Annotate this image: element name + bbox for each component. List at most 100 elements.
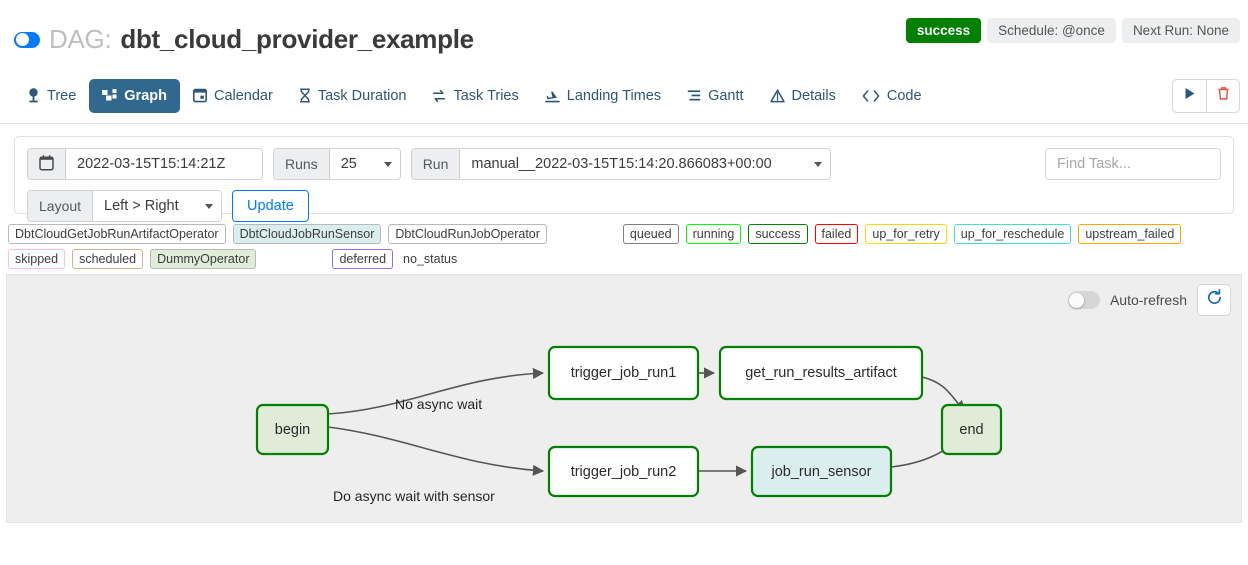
legend-operator-dummyoperator[interactable]: DummyOperator [150, 249, 257, 269]
date-picker-button[interactable] [28, 149, 66, 179]
layout-label: Layout [28, 191, 94, 221]
edge-begin-trigger-job-run2 [327, 426, 545, 476]
schedule-badge[interactable]: Schedule: @once [987, 18, 1116, 43]
legend-status-scheduled[interactable]: scheduled [72, 249, 144, 269]
legend-status-queued[interactable]: queued [622, 224, 679, 244]
filter-panel: 2022-03-15T15:14:21Z Runs 25 Run manual_… [14, 136, 1234, 222]
tab-task-duration[interactable]: Task Duration [286, 79, 420, 113]
graph-node-job-run-sensor-label: job_run_sensor [771, 464, 872, 480]
execution-date-input[interactable]: 2022-03-15T15:14:21Z [66, 149, 262, 179]
tab-landing-times-label: Landing Times [566, 87, 662, 104]
dag-label: DAG: [49, 24, 112, 54]
graph-node-begin[interactable]: begin [255, 403, 330, 456]
legend-status-deferred[interactable]: deferred [332, 249, 394, 269]
status-badge: success [905, 18, 982, 43]
edge-label-do-async-wait-with-sensor: Do async wait with sensor [333, 488, 495, 504]
layout-group: Layout Left > Right [27, 190, 223, 222]
graph-node-trigger-job-run1[interactable]: trigger_job_run1 [547, 345, 700, 401]
legend-status-running[interactable]: running [685, 224, 742, 244]
triangle-icon [769, 88, 785, 103]
page-header: DAG: dbt_cloud_provider_example success … [0, 0, 1248, 68]
auto-refresh-toggle[interactable] [1067, 291, 1100, 309]
legend-status-failed[interactable]: failed [814, 224, 859, 244]
graph-node-get-run-results-artifact-label: get_run_results_artifact [745, 365, 897, 381]
legend-status-no-status: no_status [403, 252, 458, 266]
legend-status-up-for-reschedule[interactable]: up_for_reschedule [953, 224, 1072, 244]
trash-icon [1217, 86, 1230, 106]
tab-graph[interactable]: Graph [89, 78, 180, 113]
tab-gantt-label: Gantt [708, 87, 744, 104]
tab-calendar[interactable]: Calendar [180, 79, 286, 113]
update-button[interactable]: Update [232, 190, 309, 222]
tab-task-tries[interactable]: Task Tries [419, 79, 531, 113]
tab-task-duration-label: Task Duration [317, 87, 407, 104]
run-select[interactable]: manual__2022-03-15T15:14:20.866083+00:00 [460, 149, 831, 179]
execution-date-group: 2022-03-15T15:14:21Z [27, 148, 263, 180]
run-label: Run [411, 149, 461, 179]
dag-title-row: DAG: dbt_cloud_provider_example [14, 0, 1234, 55]
graph-panel[interactable]: Auto-refresh No async wait [6, 274, 1242, 523]
tab-code[interactable]: Code [849, 79, 935, 113]
graph-node-trigger-job-run1-label: trigger_job_run1 [571, 365, 677, 381]
graph-node-end[interactable]: end [940, 403, 1003, 456]
auto-refresh-label: Auto-refresh [1109, 292, 1187, 308]
view-tabs: Tree Graph Calendar Task Duration Task T… [0, 68, 1248, 124]
graph-node-get-run-results-artifact[interactable]: get_run_results_artifact [718, 345, 924, 401]
tab-landing-times[interactable]: Landing Times [532, 79, 674, 113]
find-task-input[interactable]: Find Task... [1045, 148, 1221, 180]
dag-action-buttons [1172, 78, 1240, 113]
dag-pause-toggle[interactable] [14, 31, 40, 48]
page-title: dbt_cloud_provider_example [120, 24, 474, 54]
run-group: Run manual__2022-03-15T15:14:20.866083+0… [410, 148, 832, 180]
dag-graph-canvas[interactable]: No async wait Do async wait with sensor … [7, 275, 1242, 523]
legend-operator-dbtcloudgetjobrunartifactoperator[interactable]: DbtCloudGetJobRunArtifactOperator [8, 224, 226, 244]
header-badges: success Schedule: @once Next Run: None [905, 18, 1240, 43]
graph-node-begin-label: begin [275, 422, 310, 438]
run-select-value: manual__2022-03-15T15:14:20.866083+00:00 [471, 156, 772, 172]
tab-details[interactable]: Details [757, 79, 849, 113]
legend-status-success[interactable]: success [748, 224, 808, 244]
runs-label: Runs [274, 149, 330, 179]
runs-select-value: 25 [340, 156, 357, 172]
graph-toolbar: Auto-refresh [1067, 284, 1231, 316]
code-icon [862, 89, 880, 102]
tab-tree-label: Tree [47, 87, 77, 104]
filter-row-primary: 2022-03-15T15:14:21Z Runs 25 Run manual_… [27, 148, 1221, 180]
landing-icon [544, 89, 560, 103]
trigger-dag-button[interactable] [1173, 80, 1206, 112]
chevron-down-icon [205, 203, 214, 209]
graph-icon [102, 88, 117, 103]
legend-status-up-for-retry[interactable]: up_for_retry [865, 224, 947, 244]
tree-icon [27, 88, 40, 103]
tab-gantt[interactable]: Gantt [674, 79, 756, 113]
delete-dag-button[interactable] [1206, 79, 1239, 112]
tab-tree[interactable]: Tree [14, 79, 89, 113]
chevron-down-icon [814, 161, 823, 167]
refresh-icon [1206, 289, 1223, 311]
refresh-button[interactable] [1197, 284, 1231, 316]
tab-graph-label: Graph [124, 87, 167, 104]
graph-node-trigger-job-run2[interactable]: trigger_job_run2 [547, 445, 700, 498]
play-icon [1184, 87, 1196, 105]
hourglass-icon [299, 88, 311, 103]
edge-begin-trigger-job-run1 [327, 367, 545, 415]
filter-row-secondary: Layout Left > Right Update [27, 190, 1221, 222]
graph-node-job-run-sensor[interactable]: job_run_sensor [750, 445, 893, 498]
legend-status-skipped[interactable]: skipped [8, 249, 66, 269]
next-run-badge: Next Run: None [1121, 18, 1240, 43]
tab-details-label: Details [791, 87, 836, 104]
legend-operator-dbtcloudrunjoboperator[interactable]: DbtCloudRunJobOperator [388, 224, 547, 244]
graph-node-trigger-job-run2-label: trigger_job_run2 [571, 464, 677, 480]
tab-task-tries-label: Task Tries [453, 87, 519, 104]
graph-node-end-label: end [959, 422, 983, 438]
tab-calendar-label: Calendar [213, 87, 273, 104]
layout-select[interactable]: Left > Right [93, 191, 222, 221]
legend: DbtCloudGetJobRunArtifactOperator DbtClo… [6, 224, 1242, 270]
chevron-down-icon [383, 161, 392, 167]
calendar-icon [192, 88, 207, 103]
calendar-icon [39, 154, 54, 174]
legend-operator-dbtcloudjobrunsensor[interactable]: DbtCloudJobRunSensor [232, 224, 382, 244]
runs-select[interactable]: 25 [329, 149, 400, 179]
edge-label-no-async-wait: No async wait [395, 396, 482, 412]
legend-status-upstream-failed[interactable]: upstream_failed [1078, 224, 1182, 244]
